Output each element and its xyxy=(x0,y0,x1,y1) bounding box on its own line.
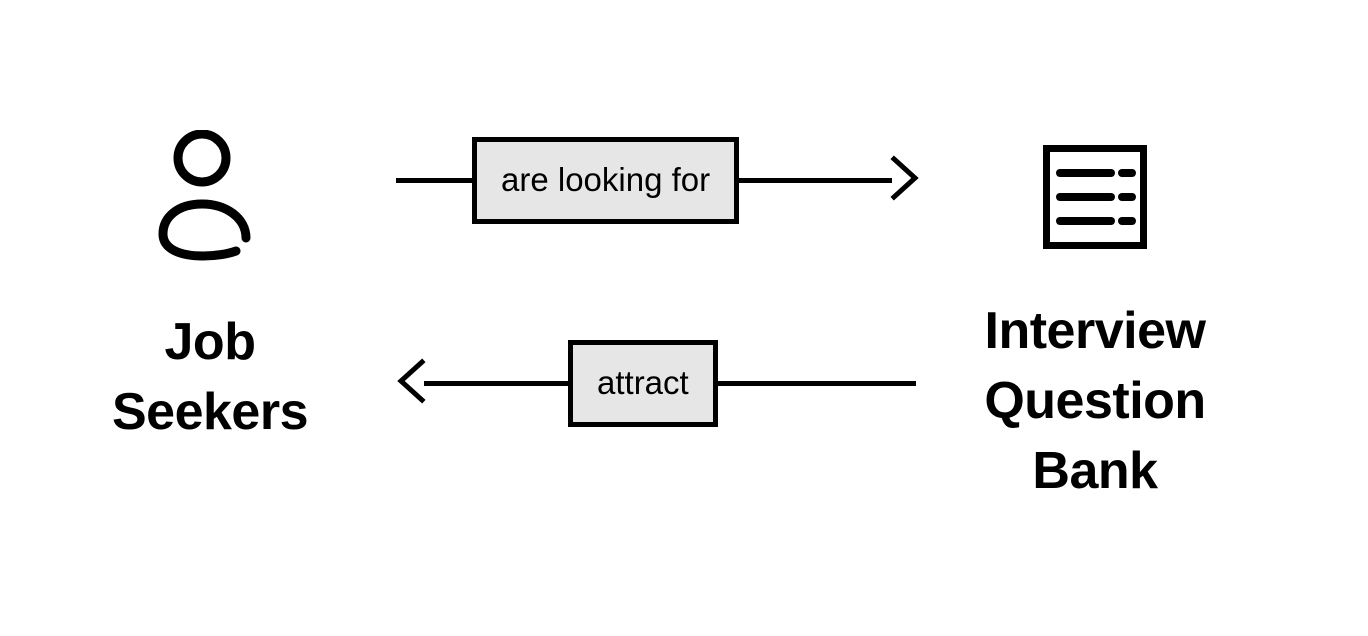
relation-line-right xyxy=(717,380,916,386)
entity-job-seekers[interactable]: Job Seekers xyxy=(60,129,360,447)
entity-label-job-seekers: Job Seekers xyxy=(60,307,360,447)
relation-label-are-looking-for[interactable]: are looking for xyxy=(472,136,740,224)
relation-attract: attract xyxy=(396,339,916,427)
arrow-head-left-icon xyxy=(396,357,426,409)
entity-label-interview-question-bank: Interview Question Bank xyxy=(945,296,1245,507)
entity-label-line: Question xyxy=(984,372,1206,431)
entity-interview-question-bank[interactable]: Interview Question Bank xyxy=(945,145,1245,507)
entity-label-line: Seekers xyxy=(111,383,309,442)
relation-are-looking-for: are looking for xyxy=(396,136,920,224)
relation-label-attract[interactable]: attract xyxy=(568,339,718,427)
relation-line-left xyxy=(424,380,568,386)
relation-line-left xyxy=(396,177,472,183)
person-icon xyxy=(151,129,269,267)
arrow-head-right-icon xyxy=(890,154,920,206)
document-list-icon xyxy=(1043,145,1147,254)
entity-label-line: Interview xyxy=(984,302,1206,360)
entity-label-line: Bank xyxy=(1032,442,1158,501)
entity-label-line: Job xyxy=(164,313,256,371)
relation-line-right xyxy=(739,177,892,183)
